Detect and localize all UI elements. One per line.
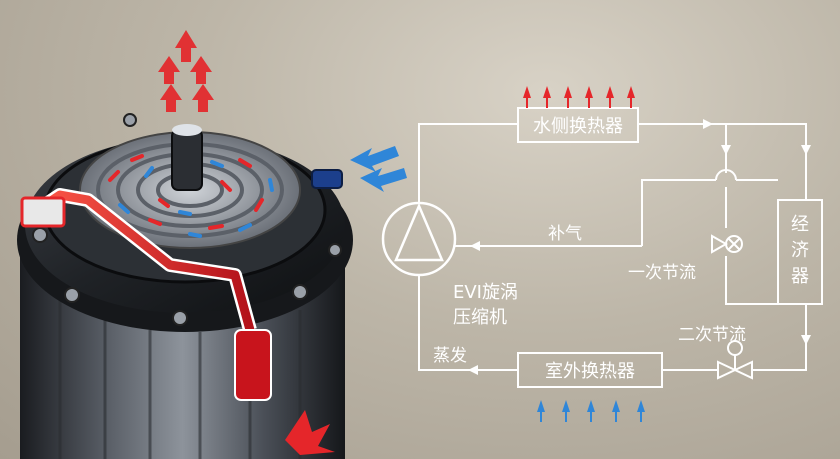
arrow-up-icon (158, 56, 180, 84)
arrow-up-icon (564, 86, 572, 108)
arrow-up-icon (637, 400, 645, 422)
arrow-up-icon (523, 86, 531, 108)
line-crossing-bump (715, 169, 737, 181)
arrow-up-icon (612, 400, 620, 422)
compressor-label-line1: EVI旋涡 (453, 282, 518, 303)
outdoor-hx-label: 室外换热器 (545, 361, 635, 382)
arrow-up-icon (606, 86, 614, 108)
throttle1-label: 一次节流 (628, 263, 696, 283)
arrow-up-icon (192, 84, 214, 112)
injection-label: 补气 (548, 224, 582, 244)
evaporate-label: 蒸发 (433, 346, 467, 366)
economizer-box: 经 济 器 (777, 199, 823, 305)
compressor-illustration (17, 30, 407, 459)
flow-arrowheads (468, 119, 811, 375)
line-economizer-to-throttle2 (752, 304, 807, 371)
arrow-up-icon (175, 30, 197, 62)
suction-cold-arrows (350, 146, 407, 192)
water-hx-box: 水侧换热器 (517, 107, 639, 143)
discharge-hot-arrows (158, 30, 214, 112)
economizer-label-1: 经 (791, 214, 809, 235)
water-hx-hot-arrows (523, 86, 635, 108)
arrow-up-icon (160, 84, 182, 112)
line-throttle1-lower (725, 256, 778, 305)
arrow-up-icon (190, 56, 212, 84)
inlet-hot-arrow (285, 410, 335, 455)
discharge-tube (171, 129, 203, 191)
outdoor-hx-box: 室外换热器 (517, 352, 663, 388)
outdoor-hx-cold-arrows (537, 400, 645, 422)
expansion-valve-icon (717, 340, 753, 380)
bolts (32, 113, 342, 326)
arrow-up-icon (562, 400, 570, 422)
discharge-tube-top (172, 124, 202, 136)
expansion-valve-icon (711, 234, 743, 254)
water-hx-label: 水侧换热器 (533, 116, 623, 137)
suction-port (311, 169, 343, 189)
arrow-up-icon (585, 86, 593, 108)
line-water-hx-to-economizer (638, 123, 807, 200)
arrow-up-icon (587, 400, 595, 422)
line-compressor-to-water-hx (418, 123, 518, 202)
injection-fitting (20, 196, 66, 228)
compressor-symbol-icon (381, 201, 457, 277)
arrow-up-icon (543, 86, 551, 108)
economizer-label-3: 器 (791, 266, 809, 287)
line-outdoor-hx-to-compressor (418, 276, 518, 371)
inlet-valve (234, 329, 272, 401)
throttle2-label: 二次节流 (678, 325, 746, 345)
line-injection-top (641, 179, 716, 246)
compressor-label-line2: 压缩机 (453, 307, 507, 328)
arrow-up-icon (627, 86, 635, 108)
refrigerant-circuit (418, 123, 807, 371)
arrow-up-icon (537, 400, 545, 422)
economizer-label-2: 济 (791, 240, 809, 261)
